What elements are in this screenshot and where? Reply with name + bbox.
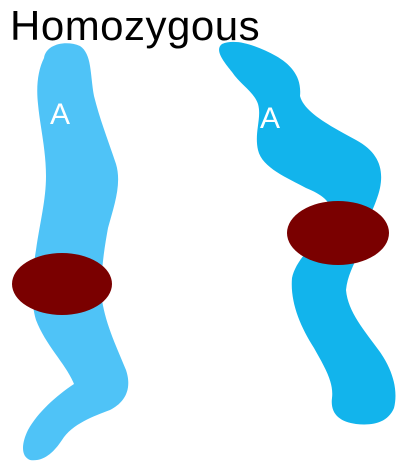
left-chromosome: A — [12, 43, 128, 460]
right-centromere — [287, 201, 389, 265]
left-centromere — [12, 253, 112, 315]
left-allele-label: A — [50, 98, 70, 131]
left-chromosome-body — [23, 43, 128, 460]
right-chromosome: A — [219, 42, 395, 425]
diagram-title: Homozygous — [0, 4, 399, 48]
right-allele-label: A — [260, 102, 280, 135]
